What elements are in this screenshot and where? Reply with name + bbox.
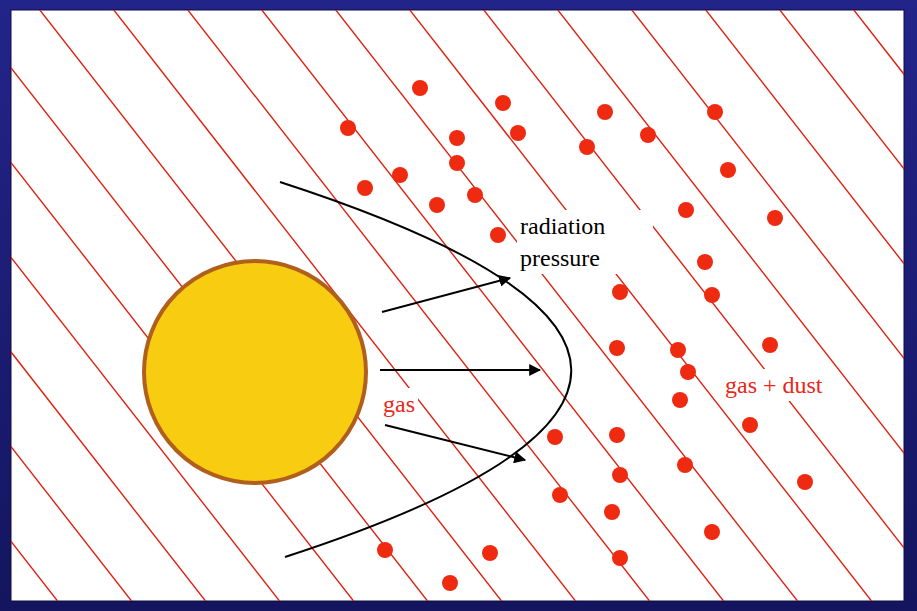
particle-dot bbox=[547, 429, 563, 445]
particle-dot bbox=[449, 155, 465, 171]
particle-dot bbox=[609, 340, 625, 356]
particle-dot bbox=[767, 210, 783, 226]
particle-dot bbox=[762, 337, 778, 353]
particle-dot bbox=[678, 202, 694, 218]
arrow bbox=[380, 369, 540, 371]
particle-dot bbox=[797, 474, 813, 490]
ray-line bbox=[402, 10, 879, 601]
ray-line bbox=[11, 10, 139, 601]
particle-dot bbox=[612, 550, 628, 566]
particle-dot bbox=[412, 80, 428, 96]
pressure-arrows bbox=[380, 278, 540, 460]
particle-dot bbox=[552, 487, 568, 503]
ray-line bbox=[11, 10, 435, 601]
ray-line bbox=[476, 10, 904, 601]
particle-dot bbox=[677, 457, 693, 473]
particle-dot bbox=[467, 187, 483, 203]
ray-line bbox=[846, 10, 904, 601]
ray-line bbox=[772, 10, 904, 601]
particle-dot bbox=[429, 197, 445, 213]
gas-dust-label: gas + dust bbox=[722, 369, 826, 401]
particle-dot bbox=[495, 95, 511, 111]
light-rays bbox=[11, 10, 904, 601]
particle-dot bbox=[609, 427, 625, 443]
ray-line bbox=[11, 10, 65, 601]
particle-dot bbox=[612, 284, 628, 300]
particle-dot bbox=[704, 287, 720, 303]
ray-line bbox=[624, 10, 904, 601]
arrow bbox=[382, 278, 510, 312]
ray-line bbox=[328, 10, 805, 601]
particles bbox=[340, 80, 813, 591]
particle-dot bbox=[680, 364, 696, 380]
particle-dot bbox=[449, 130, 465, 146]
ray-line bbox=[32, 10, 509, 601]
particle-dot bbox=[720, 162, 736, 178]
panel bbox=[11, 10, 904, 601]
particle-dot bbox=[707, 104, 723, 120]
particle-dot bbox=[490, 227, 506, 243]
particle-dot bbox=[579, 139, 595, 155]
particle-dot bbox=[704, 524, 720, 540]
pressure-label: radiation pressure bbox=[517, 210, 653, 274]
particle-dot bbox=[742, 417, 758, 433]
particle-dot bbox=[670, 342, 686, 358]
particle-dot bbox=[442, 575, 458, 591]
particle-dot bbox=[377, 542, 393, 558]
particle-dot bbox=[357, 180, 373, 196]
particle-dot bbox=[697, 254, 713, 270]
particle-dot bbox=[672, 392, 688, 408]
ray-line bbox=[106, 10, 583, 601]
gas-label: gas bbox=[380, 388, 418, 420]
arrow bbox=[385, 425, 525, 460]
particle-dot bbox=[597, 104, 613, 120]
particle-dot bbox=[340, 120, 356, 136]
particle-dot bbox=[640, 127, 656, 143]
particle-dot bbox=[392, 167, 408, 183]
particle-dot bbox=[612, 467, 628, 483]
sun bbox=[144, 261, 366, 483]
ray-line bbox=[698, 10, 904, 601]
particle-dot bbox=[604, 504, 620, 520]
ray-line bbox=[550, 10, 904, 601]
particle-dot bbox=[510, 125, 526, 141]
particle-dot bbox=[482, 545, 498, 561]
